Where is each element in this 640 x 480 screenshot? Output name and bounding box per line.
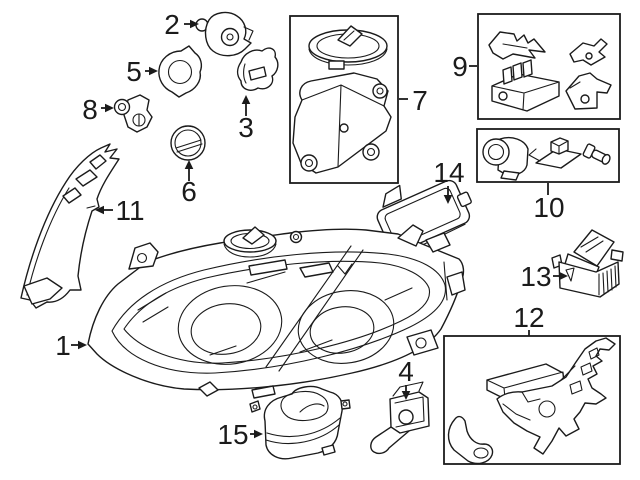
callout-10: 10	[533, 183, 565, 223]
arrowhead-icon	[105, 103, 114, 113]
callout-9: 9	[452, 51, 477, 82]
part-1-label: 1	[55, 330, 71, 361]
arrowhead-icon	[149, 66, 158, 76]
callout-14: 14	[433, 157, 465, 204]
part-bracket-set	[477, 13, 621, 120]
part-12-label: 12	[513, 302, 544, 333]
arrowhead-icon	[184, 160, 194, 169]
callout-2: 2	[164, 9, 199, 40]
callout-5: 5	[126, 56, 158, 87]
callout-12: 12	[513, 302, 545, 336]
part-mount-bracket-kit	[443, 335, 621, 465]
part-8-label: 8	[82, 94, 98, 125]
filler-cap	[223, 226, 277, 258]
part-retaining-ring	[158, 45, 203, 98]
callout-4: 4	[398, 356, 414, 400]
part-14-label: 14	[433, 157, 464, 188]
part-4-label: 4	[398, 356, 414, 387]
callout-3: 3	[238, 95, 254, 143]
part-10-label: 10	[533, 192, 564, 223]
part-7-label: 7	[412, 85, 428, 116]
diagram-artwork	[20, 11, 624, 465]
arrowhead-icon	[78, 340, 87, 350]
callout-6: 6	[181, 160, 197, 207]
arrowhead-icon	[443, 195, 453, 204]
part-control-unit-kit	[289, 15, 399, 184]
arrowhead-icon	[241, 95, 251, 104]
part-11-label: 11	[115, 195, 144, 226]
callout-13: 13	[520, 261, 568, 292]
part-13-label: 13	[520, 261, 551, 292]
arrowhead-icon	[559, 271, 568, 281]
callout-8: 8	[82, 94, 114, 125]
callout-11: 11	[95, 195, 145, 226]
arrowhead-icon	[401, 391, 411, 400]
part-headlamp-assembly	[87, 224, 466, 399]
part-seal-strip	[20, 143, 120, 309]
part-5-label: 5	[126, 56, 142, 87]
part-small-socket	[113, 94, 153, 133]
arrowhead-icon	[254, 429, 263, 439]
arrowhead-icon	[190, 19, 199, 29]
diagram-callouts: 1 2 5 8 3 6 11	[55, 9, 568, 450]
part-ballast-module	[249, 385, 351, 460]
part-6-label: 6	[181, 176, 197, 207]
part-bulb-socket	[195, 11, 254, 57]
arrowhead-icon	[95, 205, 104, 215]
part-cover-cap	[236, 47, 279, 91]
callout-7: 7	[399, 85, 428, 116]
callout-15: 15	[217, 419, 263, 450]
part-bulb	[370, 381, 430, 455]
callout-1: 1	[55, 330, 87, 361]
part-9-label: 9	[452, 51, 468, 82]
part-sealing-cap	[170, 125, 206, 161]
part-hardware-kit	[476, 128, 620, 183]
part-3-label: 3	[238, 112, 254, 143]
part-igniter	[551, 229, 624, 298]
part-2-label: 2	[164, 9, 180, 40]
part-15-label: 15	[217, 419, 248, 450]
